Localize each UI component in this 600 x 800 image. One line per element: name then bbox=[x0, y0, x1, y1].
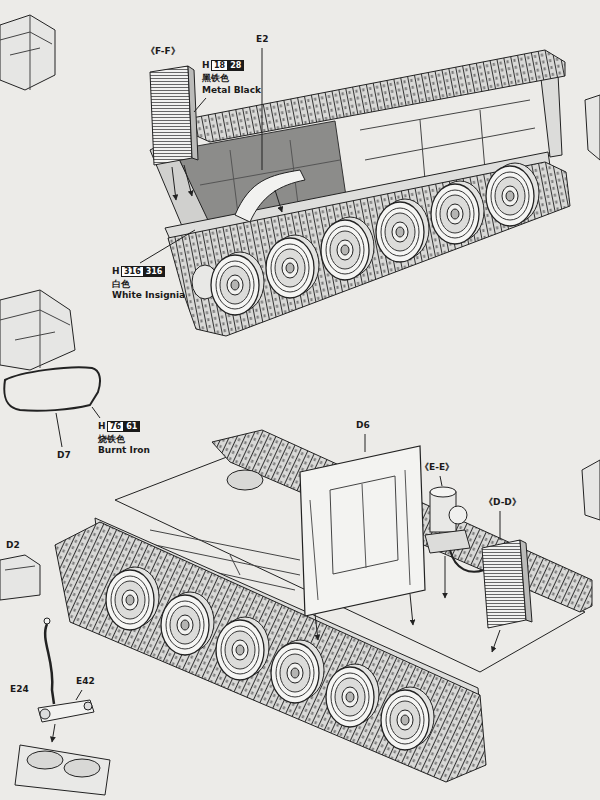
lever bbox=[38, 700, 94, 722]
leader-line bbox=[365, 434, 366, 452]
leader-line bbox=[500, 511, 501, 540]
road-wheel bbox=[326, 664, 379, 727]
engine-part bbox=[0, 290, 75, 370]
part-number: E42 bbox=[76, 676, 95, 687]
paint-code: 18 bbox=[214, 61, 225, 70]
part-detail bbox=[0, 15, 52, 90]
paint-code: 316 bbox=[146, 267, 163, 276]
mount bbox=[64, 759, 100, 777]
part-detail bbox=[0, 290, 70, 368]
lever-pivot bbox=[40, 709, 50, 719]
radiator-side bbox=[520, 540, 532, 622]
paint-brand: H bbox=[112, 266, 120, 277]
leader-line bbox=[140, 230, 195, 263]
paint-name-en: Burnt Iron bbox=[98, 445, 150, 456]
fit-arrow bbox=[492, 630, 500, 652]
lower-hull bbox=[55, 430, 592, 782]
far-track bbox=[188, 50, 565, 142]
road-wheel bbox=[161, 592, 214, 655]
wire bbox=[45, 624, 54, 704]
paint-code-box: 28 bbox=[227, 60, 244, 71]
edge-part bbox=[585, 95, 600, 160]
fit-arrow bbox=[445, 556, 446, 598]
road-wheel bbox=[486, 163, 539, 226]
paint-code: 61 bbox=[126, 422, 137, 431]
part-callout: 《F-F》 bbox=[146, 46, 180, 57]
part-number: E2 bbox=[256, 34, 268, 45]
leader-line bbox=[440, 476, 442, 486]
mount bbox=[27, 751, 63, 769]
small-parts bbox=[15, 618, 110, 795]
leader-line bbox=[262, 48, 263, 170]
wire-end bbox=[44, 618, 50, 624]
rear-plate bbox=[540, 70, 562, 157]
paint-code: 76 bbox=[110, 422, 121, 431]
part-callout: 《E-E》 bbox=[420, 462, 454, 473]
fit-arrow bbox=[52, 724, 55, 742]
near-track bbox=[168, 162, 570, 336]
fit-arrow bbox=[184, 165, 192, 196]
lever-pivot bbox=[84, 702, 92, 710]
leader-line bbox=[194, 98, 206, 112]
road-wheel bbox=[216, 617, 269, 680]
pump-base bbox=[425, 530, 470, 553]
road-wheel bbox=[106, 567, 159, 630]
paint-code-box: 316 bbox=[143, 266, 166, 277]
road-wheel bbox=[381, 687, 434, 750]
pump-wheel bbox=[449, 506, 467, 524]
road-wheel bbox=[431, 181, 484, 244]
part-number: D2 bbox=[6, 540, 20, 551]
radiator-side bbox=[188, 66, 198, 160]
fit-arrow bbox=[410, 594, 413, 625]
paint-code-box: 61 bbox=[123, 421, 140, 432]
pipe bbox=[450, 550, 484, 572]
road-wheel bbox=[266, 235, 319, 298]
part-detail bbox=[5, 566, 35, 570]
paint-code: 28 bbox=[230, 61, 241, 70]
road-wheel bbox=[376, 199, 429, 262]
paint-name-cn: 黑铁色 bbox=[202, 73, 229, 84]
part-number: E24 bbox=[10, 684, 29, 695]
engine-part bbox=[0, 15, 55, 90]
small-part bbox=[0, 555, 40, 600]
road-wheel bbox=[271, 640, 324, 703]
part-number: D6 bbox=[356, 420, 370, 431]
fit-arrow bbox=[275, 190, 282, 212]
paint-brand: H bbox=[202, 60, 210, 71]
road-wheel bbox=[211, 252, 264, 315]
part-callout: 《D-D》 bbox=[484, 497, 521, 508]
bulkhead-panel bbox=[300, 446, 425, 616]
bracket-part bbox=[235, 170, 305, 222]
exhaust-frame bbox=[4, 367, 100, 410]
base-plate bbox=[15, 745, 110, 795]
paint-code-box: 18 bbox=[211, 60, 228, 71]
paint-name-cn: 白色 bbox=[112, 279, 130, 290]
road-wheel bbox=[321, 217, 374, 280]
hatch bbox=[227, 470, 263, 490]
paint-brand: H bbox=[98, 421, 106, 432]
leader-line bbox=[92, 407, 100, 418]
fit-arrow bbox=[172, 167, 176, 200]
paint-name-cn: 烧铁色 bbox=[98, 434, 125, 445]
upper-hull bbox=[140, 48, 570, 336]
radiator bbox=[150, 66, 192, 165]
paint-code-box: 316 bbox=[121, 266, 144, 277]
fit-arrow bbox=[315, 614, 318, 640]
paint-name-en: Metal Black bbox=[202, 85, 261, 96]
paint-code: 316 bbox=[124, 267, 141, 276]
paint-code-box: 76 bbox=[107, 421, 124, 432]
radiator bbox=[482, 540, 526, 628]
panel-detail bbox=[310, 470, 410, 600]
pump-top bbox=[430, 487, 456, 497]
leader-line bbox=[76, 690, 82, 700]
paint-name-en: White Insignia bbox=[112, 290, 185, 301]
edge-part bbox=[582, 460, 600, 520]
leader-line bbox=[56, 413, 62, 447]
part-number: D7 bbox=[57, 450, 71, 461]
